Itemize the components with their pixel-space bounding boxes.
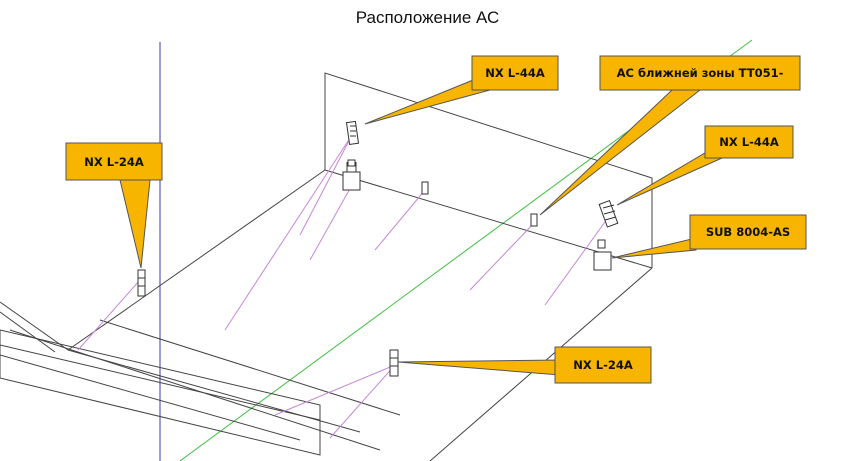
sound-rays [77, 134, 611, 439]
callout-label-right-main: NX L-44A [719, 135, 779, 149]
callout-subwoofer: SUB 8004-AS [611, 214, 807, 259]
left-wall-line-b [0, 311, 56, 353]
speaker-sub-right [593, 239, 612, 271]
callout-label-left-fill: NX L-24A [84, 155, 144, 169]
callout-label-subwoofer: SUB 8004-AS [706, 225, 790, 239]
stage-riser-top [9, 329, 381, 451]
callout-near-field: АС ближней зоны TT051- [539, 55, 801, 216]
back-wall [324, 72, 653, 268]
front-edge [67, 349, 361, 433]
callout-top-left-main: NX L-44A [364, 55, 559, 125]
callout-label-near-field: АС ближней зоны TT051- [617, 66, 784, 80]
speaker-near-field-right [530, 213, 538, 227]
stage-riser-step [0, 344, 321, 421]
speaker-nx-l44a-right [598, 200, 619, 228]
speaker-nx-l44a-left [345, 120, 360, 146]
diagram-title: Расположение АС [355, 8, 500, 27]
callout-right-main: NX L-44A [616, 125, 794, 206]
callout-label-top-left-main: NX L-44A [485, 66, 545, 80]
speaker-sub-left [342, 159, 361, 191]
callouts: NX L-44A АС ближней зоны TT051- NX L-44A… [65, 55, 807, 384]
callout-label-center-fill: NX L-24A [573, 358, 633, 372]
speakers [137, 120, 619, 377]
stage-riser-mid [0, 354, 301, 441]
left-wall-line-a [0, 301, 69, 351]
speaker-nx-l24a-left [137, 269, 146, 297]
floor-left-edge [67, 169, 326, 351]
speaker-near-field-left [421, 181, 429, 195]
front-edge-inner [99, 319, 401, 416]
callout-left-fill: NX L-24A [65, 142, 163, 269]
callout-center-fill: NX L-24A [397, 346, 652, 384]
speaker-nx-l24a-center [389, 349, 399, 377]
